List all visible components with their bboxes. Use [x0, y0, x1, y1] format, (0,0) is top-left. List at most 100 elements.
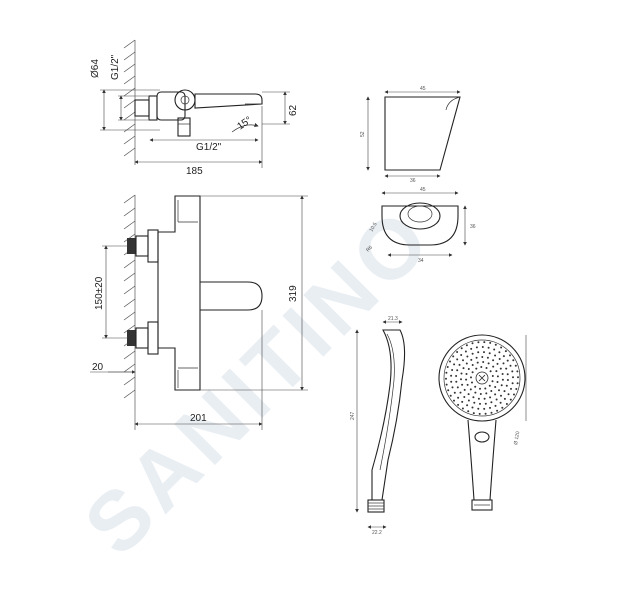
nozzle-dot — [471, 364, 474, 366]
nozzle-dot — [446, 366, 449, 368]
nozzle-dot — [509, 364, 512, 367]
nozzle-dot — [460, 372, 463, 375]
nozzle-dot — [457, 396, 460, 399]
nozzle-dot — [467, 368, 470, 370]
nozzle-dot — [455, 375, 458, 377]
nozzle-dot — [506, 359, 509, 362]
holder-top-small-label: 10.5 — [369, 221, 379, 233]
nozzle-dot — [460, 354, 463, 356]
nozzle-dot — [480, 366, 483, 368]
nozzle-dot — [485, 367, 488, 369]
nozzle-dot — [507, 393, 510, 396]
nozzle-dot — [467, 393, 470, 396]
nozzle-dot — [452, 355, 455, 358]
nozzle-dot — [456, 386, 459, 389]
holder-side-view: 45 36 52 — [360, 86, 461, 184]
nozzle-dot — [498, 389, 500, 392]
nozzle-dot — [475, 346, 478, 349]
side-length-label: 185 — [186, 166, 203, 177]
nozzle-dot — [515, 388, 518, 390]
nozzle-dot — [457, 403, 460, 406]
nozzle-dot — [514, 364, 517, 367]
nozzle-dot — [491, 375, 494, 377]
hand-side-top-label: 21.3 — [388, 316, 398, 322]
nozzle-dot — [483, 397, 486, 400]
nozzle-dot — [494, 386, 497, 388]
nozzle-dot — [447, 389, 450, 392]
nozzle-dot — [477, 397, 480, 400]
front-depth-label: 201 — [190, 413, 207, 424]
nozzle-dot — [504, 350, 507, 353]
nozzle-dot — [481, 346, 484, 348]
nozzle-dot — [487, 346, 490, 349]
nozzle-dot — [483, 351, 485, 354]
side-diameter-label: Ø64 — [90, 59, 101, 78]
nozzle-dot — [449, 394, 452, 397]
nozzle-dot — [450, 380, 453, 383]
nozzle-dot — [470, 376, 472, 379]
nozzle-dot — [501, 406, 504, 409]
nozzle-dot — [490, 390, 493, 392]
nozzle-dot — [479, 393, 482, 395]
hand-front-diameter-label: Ø 120 — [513, 431, 521, 446]
holder-top-bottom-label: 34 — [418, 258, 424, 264]
nozzle-dot — [475, 367, 478, 370]
nozzle-dot — [485, 392, 488, 395]
nozzle-dot — [456, 369, 459, 372]
nozzle-dot — [494, 393, 497, 396]
nozzle-dot — [466, 383, 469, 386]
front-view-wall — [123, 194, 136, 410]
nozzle-dot — [509, 398, 512, 401]
nozzle-dot — [510, 387, 512, 390]
nozzle-dot — [471, 406, 474, 409]
nozzle-dot — [494, 404, 497, 407]
nozzle-dot — [488, 384, 491, 387]
nozzle-dot — [495, 370, 498, 373]
nozzle-dot — [511, 370, 514, 373]
nozzle-dot — [455, 380, 458, 383]
nozzle-dot — [445, 371, 448, 374]
nozzle-dot — [472, 396, 475, 399]
hand-side-length-label: 247 — [350, 411, 356, 420]
nozzle-dot — [473, 401, 476, 404]
nozzle-dot — [470, 347, 473, 350]
nozzle-dot — [492, 365, 495, 368]
holder-side-top-label: 45 — [420, 86, 426, 92]
side-outlet-thread-label: G1/2" — [196, 142, 222, 153]
nozzle-dot — [481, 356, 484, 358]
nozzle-dot — [467, 410, 470, 413]
nozzle-dot — [500, 394, 502, 397]
side-thread-top-label: G1/2" — [110, 54, 121, 80]
nozzle-dot — [465, 378, 468, 381]
nozzle-dot — [463, 396, 466, 398]
nozzle-dot — [487, 362, 490, 365]
front-wall-offset-label: 20 — [92, 362, 104, 373]
nozzle-dot — [496, 409, 499, 412]
nozzle-dot — [498, 351, 501, 354]
nozzle-dot — [496, 362, 499, 365]
nozzle-dot — [509, 354, 511, 357]
nozzle-dot — [461, 400, 464, 403]
nozzle-dot — [479, 387, 481, 390]
nozzle-dot — [490, 411, 493, 414]
nozzle-dot — [506, 379, 509, 381]
nozzle-dot — [484, 402, 487, 405]
nozzle-dot — [470, 358, 473, 361]
nozzle-dot — [500, 346, 503, 349]
nozzle-dot — [517, 376, 519, 379]
nozzle-dot — [501, 378, 504, 381]
nozzle-dot — [445, 383, 448, 386]
nozzle-dot — [484, 412, 487, 415]
side-height-label: 62 — [288, 104, 299, 116]
nozzle-dot — [501, 373, 504, 375]
nozzle-dot — [467, 399, 470, 402]
nozzle-dot — [449, 360, 451, 363]
nozzle-dot — [489, 370, 492, 373]
nozzle-dot — [513, 393, 515, 396]
nozzle-dot — [502, 355, 505, 358]
nozzle-dot — [461, 383, 464, 386]
nozzle-dot — [499, 401, 502, 404]
nozzle-dot — [493, 348, 496, 351]
